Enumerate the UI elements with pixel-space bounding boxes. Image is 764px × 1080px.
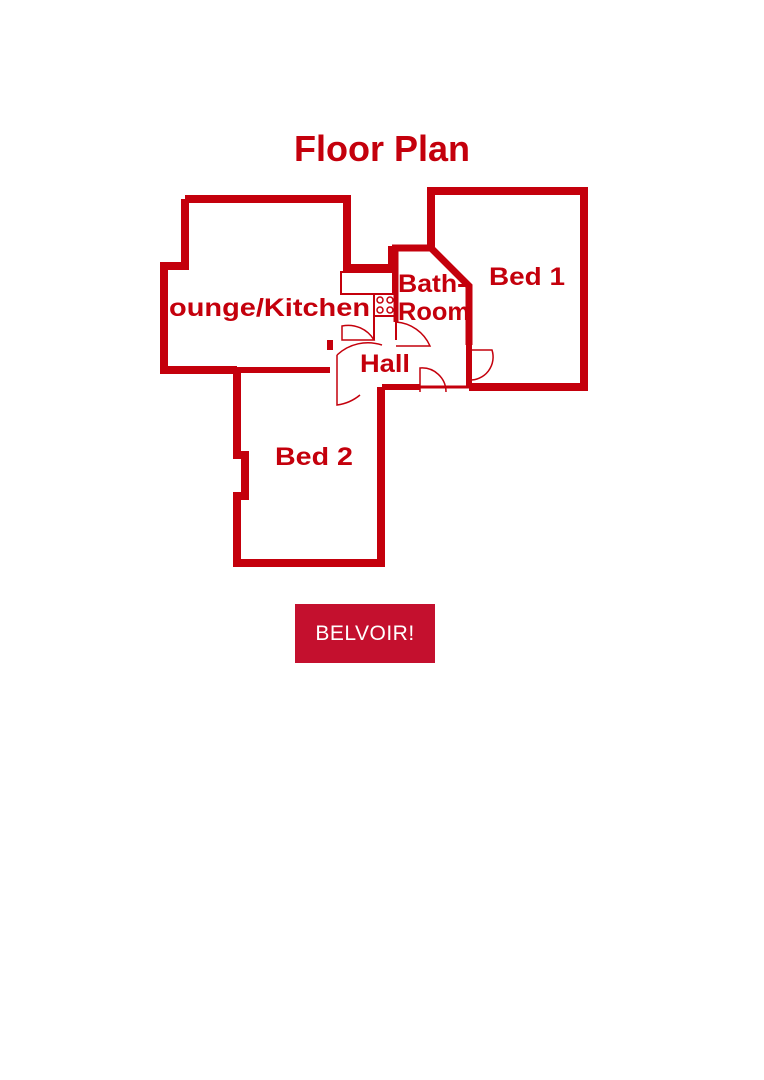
room-label-bathroom-1: Bath- (398, 270, 466, 298)
bed2-walls (233, 370, 385, 567)
logo-text: BELVOIR! (315, 621, 415, 645)
room-label-hall: Hall (360, 350, 410, 378)
lounge-door (341, 324, 376, 341)
hall-cupboard-door (419, 367, 447, 393)
hob-icon (373, 293, 397, 317)
bathroom-walls (392, 244, 473, 345)
lounge-kitchen-walls (185, 195, 396, 272)
kitchen-counter (340, 271, 394, 295)
page-title: Floor Plan (293, 128, 470, 169)
bed1-walls (427, 187, 588, 391)
belvoir-logo: BELVOIR! (295, 604, 435, 663)
bed1-door (468, 349, 494, 381)
room-label-lounge: lounge/Kitchen (161, 294, 370, 322)
room-label-bed2: Bed 2 (275, 443, 353, 471)
room-label-bathroom-2: Room (398, 298, 470, 326)
room-label-bed1: Bed 1 (489, 263, 565, 291)
bathroom-door (395, 321, 432, 347)
bed1-window (472, 187, 541, 195)
lounge-kitchen-walls-left (160, 199, 237, 374)
hall-door-left (336, 342, 383, 356)
